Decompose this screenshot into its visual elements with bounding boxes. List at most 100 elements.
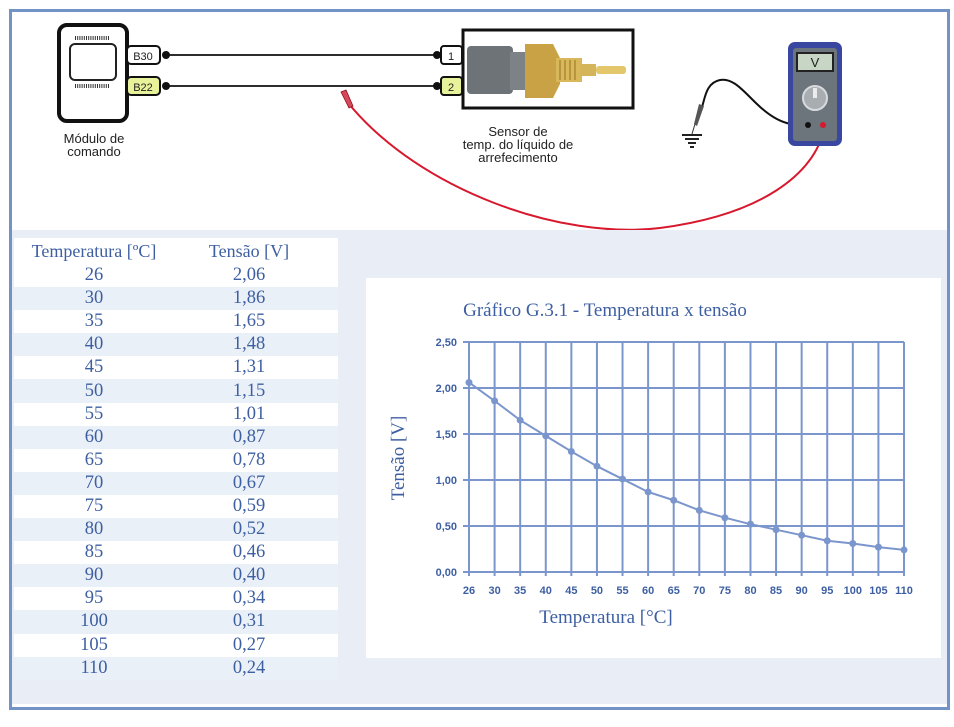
cell-voltage: 0,27	[232, 634, 266, 655]
cell-voltage: 0,34	[232, 588, 266, 609]
x-tick-label: 45	[565, 585, 577, 597]
svg-text:1: 1	[448, 51, 454, 63]
cell-voltage: 0,24	[232, 657, 266, 678]
sensor-label-line1: Sensor de	[488, 124, 547, 139]
svg-text:2: 2	[448, 82, 454, 94]
cell-temperature: 26	[84, 265, 104, 286]
cell-temperature: 90	[84, 565, 104, 586]
data-point	[900, 546, 908, 554]
data-point	[798, 531, 806, 539]
cell-temperature: 70	[84, 472, 104, 493]
data-point	[695, 506, 703, 514]
cell-voltage: 0,59	[232, 495, 266, 516]
x-tick-label: 90	[796, 585, 808, 597]
cell-voltage: 0,31	[232, 611, 266, 632]
data-point	[516, 416, 524, 424]
cell-temperature: 100	[80, 611, 108, 632]
cell-temperature: 75	[84, 495, 104, 516]
black-probe	[691, 78, 809, 135]
x-tick-label: 30	[488, 585, 500, 597]
data-point	[772, 526, 780, 534]
x-tick-label: 85	[770, 585, 782, 597]
data-point	[567, 447, 575, 455]
cell-temperature: 85	[84, 542, 104, 563]
cell-voltage: 1,65	[232, 311, 266, 332]
table-row: 100 0,31	[14, 610, 338, 634]
data-point	[721, 514, 729, 522]
y-tick-label: 2,00	[436, 383, 457, 395]
module-label-line1: Módulo de	[64, 131, 125, 146]
cell-voltage: 2,06	[232, 265, 266, 286]
control-module	[57, 23, 129, 123]
data-point	[849, 539, 857, 547]
x-tick-label: 70	[693, 585, 705, 597]
table-row: 110 0,24	[14, 656, 338, 680]
y-tick-label: 1,00	[436, 475, 457, 487]
data-point	[823, 537, 831, 545]
circuit-diagram: B30 B22 1 2 Sensor de temp. do líquido d…	[12, 12, 947, 230]
data-point	[465, 378, 473, 386]
sensor-label-line2: temp. do líquido de	[463, 137, 574, 152]
data-point	[874, 543, 882, 551]
connector-pin-2: 2	[433, 76, 463, 96]
table-header-row: Temperatura [ºC] Tensão [V]	[14, 238, 338, 264]
data-point	[746, 520, 754, 528]
cell-temperature: 95	[84, 588, 104, 609]
v-jack	[820, 122, 826, 128]
header-temperature: Temperatura [ºC]	[31, 240, 157, 261]
header-voltage: Tensão [V]	[208, 240, 290, 261]
series-line	[468, 381, 905, 551]
cell-temperature: 60	[84, 426, 104, 447]
y-tick-label: 2,50	[436, 337, 457, 349]
x-tick-label: 95	[821, 585, 833, 597]
x-tick-label: 80	[744, 585, 756, 597]
x-tick-label: 35	[514, 585, 526, 597]
ground-icon	[682, 134, 702, 148]
x-tick-label: 65	[668, 585, 680, 597]
cell-voltage: 1,86	[232, 288, 266, 309]
sensor-label-line3: arrefecimento	[478, 150, 557, 165]
cell-temperature: 45	[84, 357, 104, 378]
x-tick-label: 100	[844, 585, 862, 597]
x-tick-label: 60	[642, 585, 654, 597]
x-tick-label: 75	[719, 585, 731, 597]
cell-voltage: 0,87	[232, 426, 266, 447]
cell-voltage: 0,78	[232, 449, 266, 470]
cell-temperature: 65	[84, 449, 104, 470]
x-axis-label: Temperatura [°C]	[539, 607, 672, 628]
cell-temperature: 110	[80, 657, 108, 678]
cell-temperature: 105	[80, 634, 108, 655]
cell-temperature: 80	[84, 519, 104, 540]
red-probe	[340, 89, 826, 230]
cell-temperature: 40	[84, 334, 104, 355]
cell-voltage: 0,46	[232, 542, 266, 563]
data-point	[619, 475, 627, 483]
pin-b22-label: B22	[133, 82, 153, 94]
cell-voltage: 1,31	[232, 357, 266, 378]
cell-voltage: 0,40	[232, 565, 266, 586]
x-tick-label: 105	[869, 585, 887, 597]
chip-icon	[69, 43, 117, 81]
data-point	[670, 496, 678, 504]
com-jack	[805, 122, 811, 128]
cell-temperature: 50	[84, 380, 104, 401]
pin-b22: B22	[126, 76, 170, 96]
y-tick-label: 0,50	[436, 521, 457, 533]
temperature-voltage-chart: Gráfico G.3.1 - Temperatura x tensão Tem…	[388, 300, 913, 628]
x-tick-label: 40	[540, 585, 552, 597]
y-axis-label: Tensão [V]	[388, 416, 409, 501]
x-tick-label: 110	[895, 585, 913, 597]
